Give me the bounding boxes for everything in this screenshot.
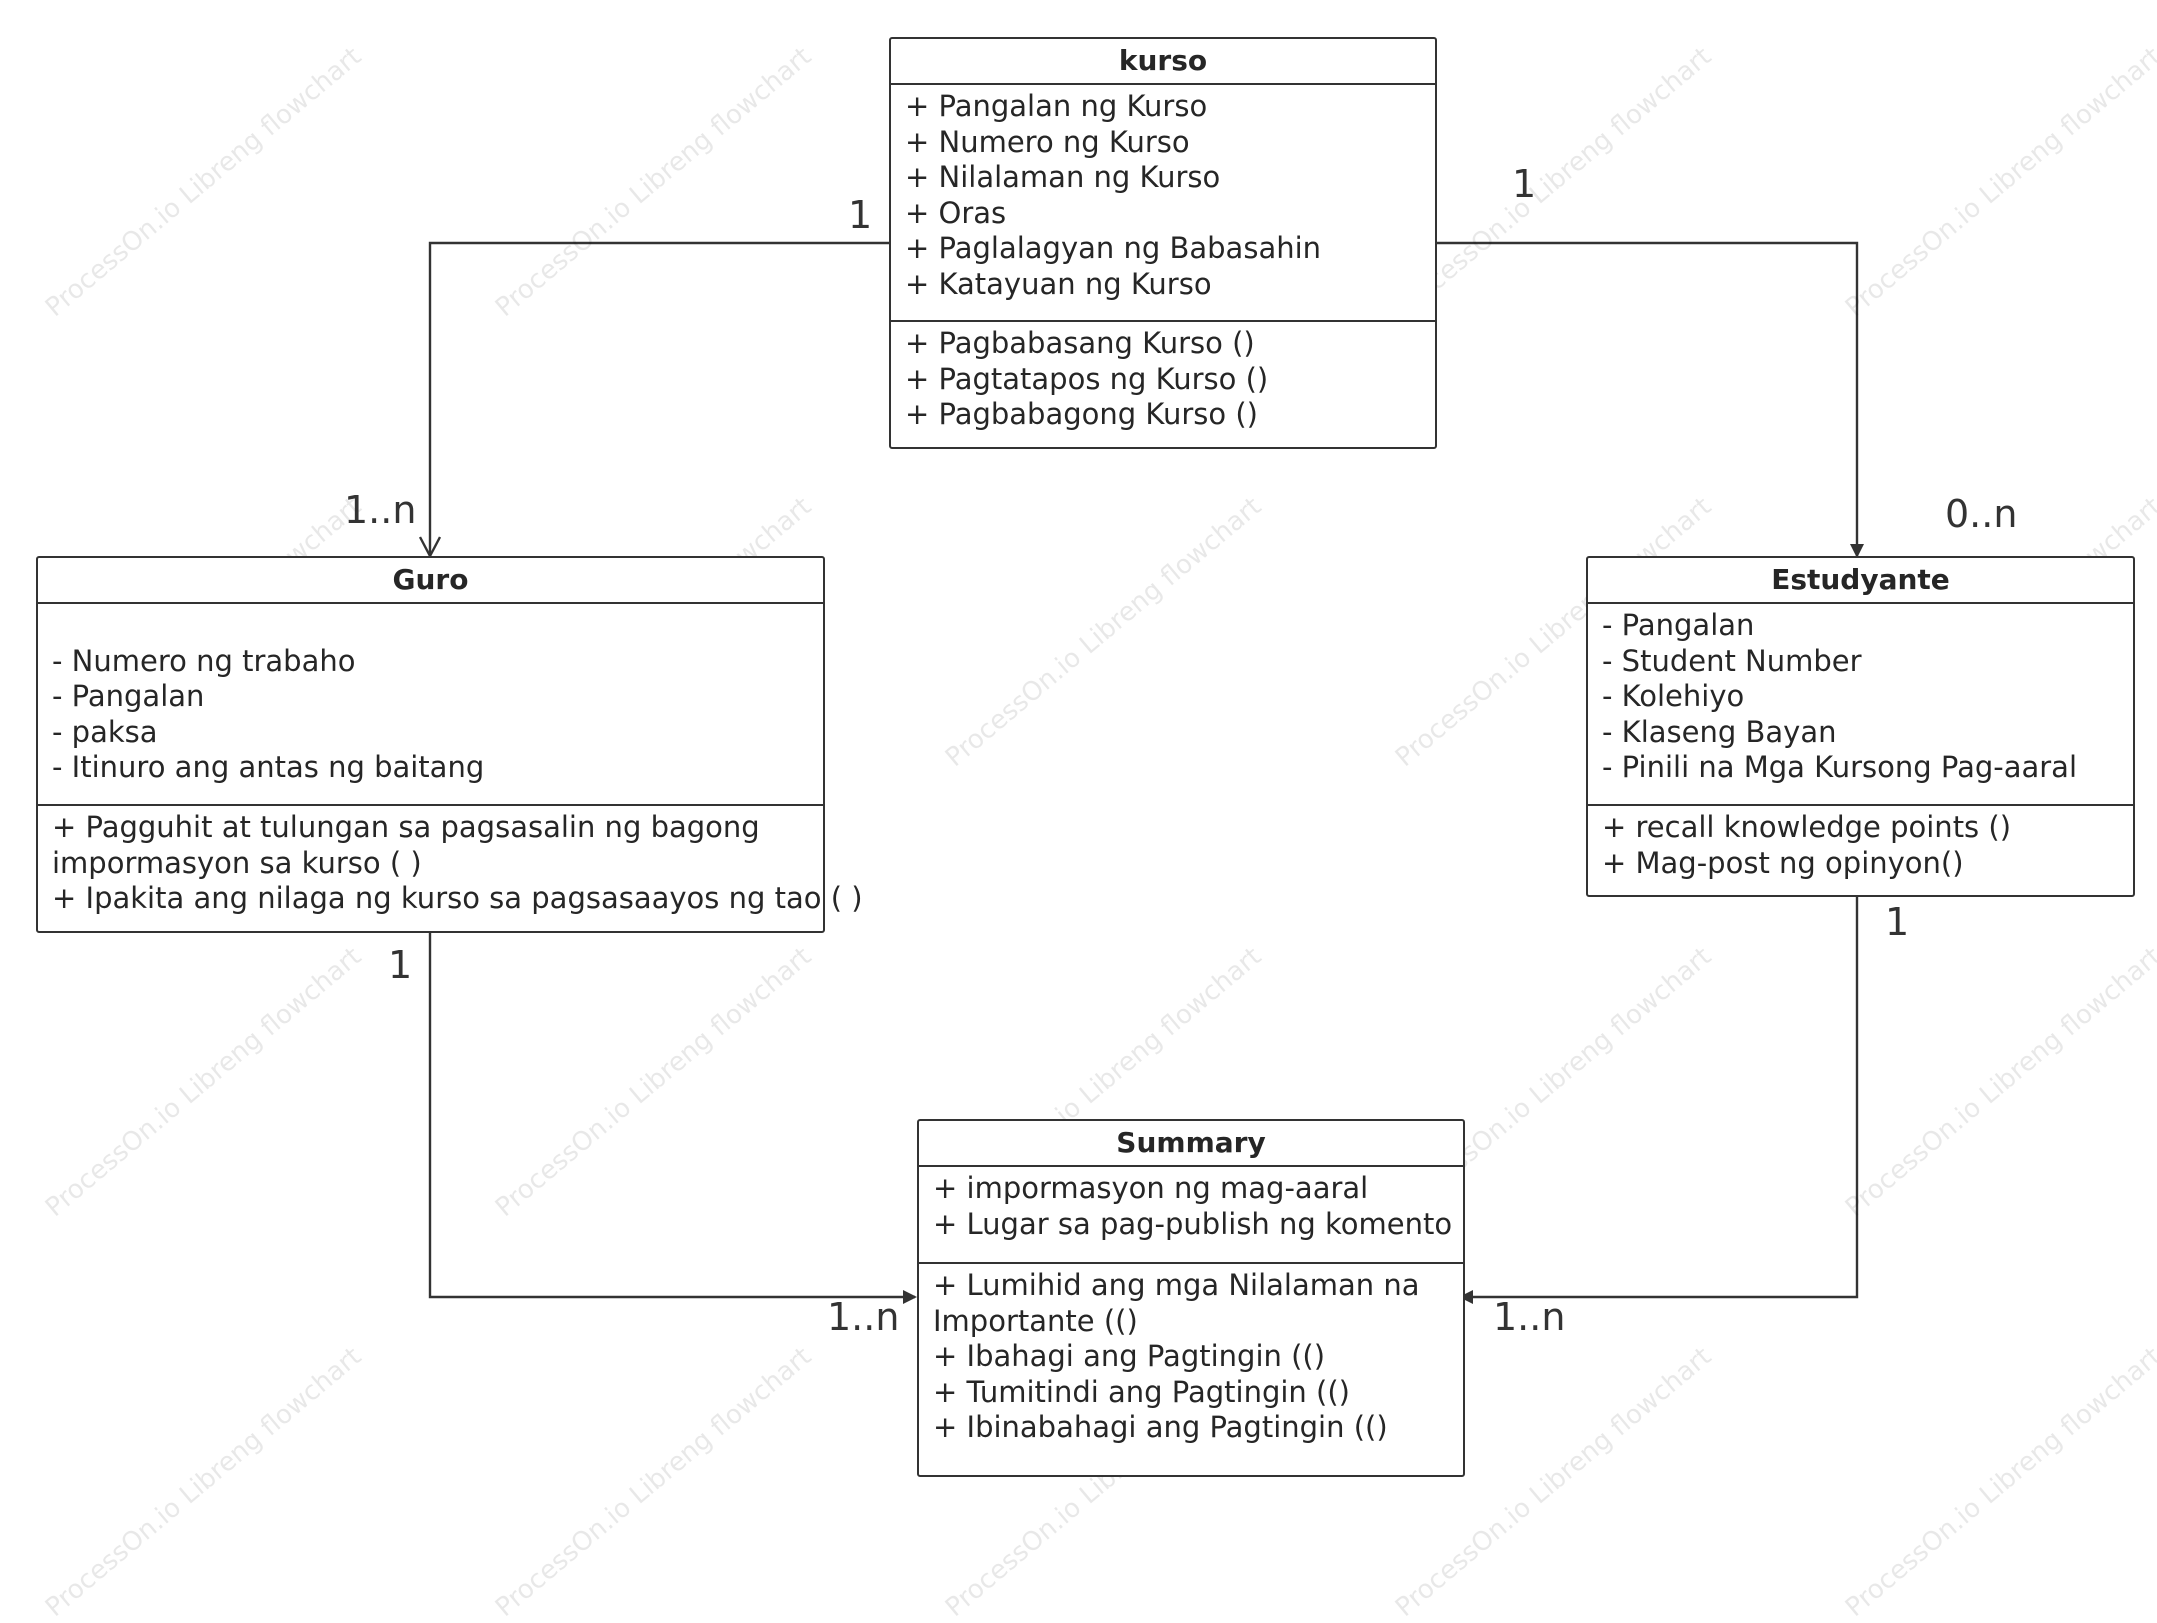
class-summary-name: Summary bbox=[919, 1121, 1463, 1167]
class-summary-methods: + Lumihid ang mga Nilalaman na Important… bbox=[919, 1264, 1463, 1450]
class-method: + recall knowledge points () bbox=[1602, 810, 2012, 844]
multiplicity-kurso-estudyante-target: 0..n bbox=[1945, 492, 2018, 536]
class-kurso-attributes: + Pangalan ng Kurso + Numero ng Kurso + … bbox=[891, 85, 1435, 322]
connector-canvas bbox=[0, 241, 1864, 1304]
class-guro-attributes: - Numero ng trabaho - Pangalan - paksa -… bbox=[38, 604, 823, 806]
multiplicity-kurso-guro-source: 1 bbox=[848, 193, 873, 237]
multiplicity-estudyante-summary-target: 1..n bbox=[1493, 1295, 1566, 1339]
class-method: + Tumitindi ang Pagtingin (() bbox=[933, 1374, 1350, 1409]
class-method: + Pagbabasang Kurso () bbox=[905, 326, 1255, 360]
connector-estudyante-summary[interactable] bbox=[1459, 897, 1859, 1304]
multiplicity-guro-summary-source: 1 bbox=[388, 943, 413, 987]
multiplicity-kurso-estudyante-source: 1 bbox=[1512, 162, 1537, 206]
class-attribute: - Klaseng Bayan bbox=[1602, 714, 1837, 749]
class-attribute: - Pangalan bbox=[1602, 608, 1755, 642]
class-attribute: + Katayuan ng Kurso bbox=[905, 266, 1212, 301]
class-summary-attributes: + impormasyon ng mag-aaral + Lugar sa pa… bbox=[919, 1167, 1463, 1264]
multiplicity-kurso-guro-target: 1..n bbox=[344, 488, 417, 532]
class-summary[interactable]: Summary + impormasyon ng mag-aaral + Lug… bbox=[917, 1119, 1465, 1477]
class-attribute: + Nilalaman ng Kurso bbox=[905, 160, 1221, 195]
class-attribute: + Paglalagyan ng Babasahin bbox=[905, 231, 1322, 266]
class-attribute: - Pangalan bbox=[52, 679, 205, 714]
class-attribute: - Student Number bbox=[1602, 643, 1862, 678]
class-estudyante[interactable]: Estudyante - Pangalan - Student Number -… bbox=[1586, 556, 2135, 897]
class-method: + Ipakita ang nilaga ng kurso sa pagsasa… bbox=[52, 881, 863, 916]
class-attribute: - paksa bbox=[52, 714, 158, 749]
class-guro-methods: + Pagguhit at tulungan sa pagsasalin ng … bbox=[38, 806, 863, 921]
multiplicity-guro-summary-target: 1..n bbox=[827, 1295, 900, 1339]
class-attribute bbox=[52, 608, 823, 644]
class-method: + Mag-post ng opinyon() bbox=[1602, 845, 1964, 880]
connector-kurso-estudyante[interactable] bbox=[1433, 241, 1864, 558]
class-method: + Pagguhit at tulungan sa pagsasalin ng … bbox=[52, 810, 760, 880]
class-attribute: - Itinuro ang antas ng baitang bbox=[52, 750, 485, 785]
class-attribute: + impormasyon ng mag-aaral bbox=[933, 1171, 1369, 1205]
class-guro[interactable]: Guro - Numero ng trabaho - Pangalan - pa… bbox=[36, 556, 863, 933]
connector-kurso-guro[interactable] bbox=[430, 241, 893, 556]
class-method: + Ibahagi ang Pagtingin (() bbox=[933, 1339, 1326, 1374]
class-method: + Pagtatapos ng Kurso () bbox=[905, 361, 1269, 396]
class-method: + Ibinabahagi ang Pagtingin (() bbox=[933, 1410, 1388, 1445]
class-attribute: - Pinili na Mga Kursong Pag-aaral bbox=[1602, 750, 2078, 785]
class-attribute: + Pangalan ng Kurso bbox=[905, 89, 1208, 123]
class-estudyante-methods: + recall knowledge points () + Mag-post … bbox=[1588, 806, 2133, 885]
class-attribute: + Numero ng Kurso bbox=[905, 124, 1190, 159]
class-estudyante-attributes: - Pangalan - Student Number - Kolehiyo -… bbox=[1588, 604, 2133, 806]
class-attribute: + Oras bbox=[905, 195, 1007, 230]
class-guro-name: Guro bbox=[38, 558, 823, 604]
class-kurso[interactable]: kurso + Pangalan ng Kurso + Numero ng Ku… bbox=[889, 37, 1437, 449]
class-attribute: - Kolehiyo bbox=[1602, 679, 1745, 714]
class-attribute: + Lugar sa pag-publish ng komento bbox=[933, 1206, 1453, 1241]
class-kurso-name: kurso bbox=[891, 39, 1435, 85]
class-method: + Pagbabagong Kurso () bbox=[905, 397, 1258, 432]
class-kurso-methods: + Pagbabasang Kurso () + Pagtatapos ng K… bbox=[891, 322, 1435, 437]
class-attribute: - Numero ng trabaho bbox=[52, 643, 356, 678]
connector-guro-summary[interactable] bbox=[428, 933, 917, 1304]
class-estudyante-name: Estudyante bbox=[1588, 558, 2133, 604]
class-method: + Lumihid ang mga Nilalaman na Important… bbox=[933, 1268, 1420, 1338]
multiplicity-estudyante-summary-source: 1 bbox=[1885, 900, 1910, 944]
